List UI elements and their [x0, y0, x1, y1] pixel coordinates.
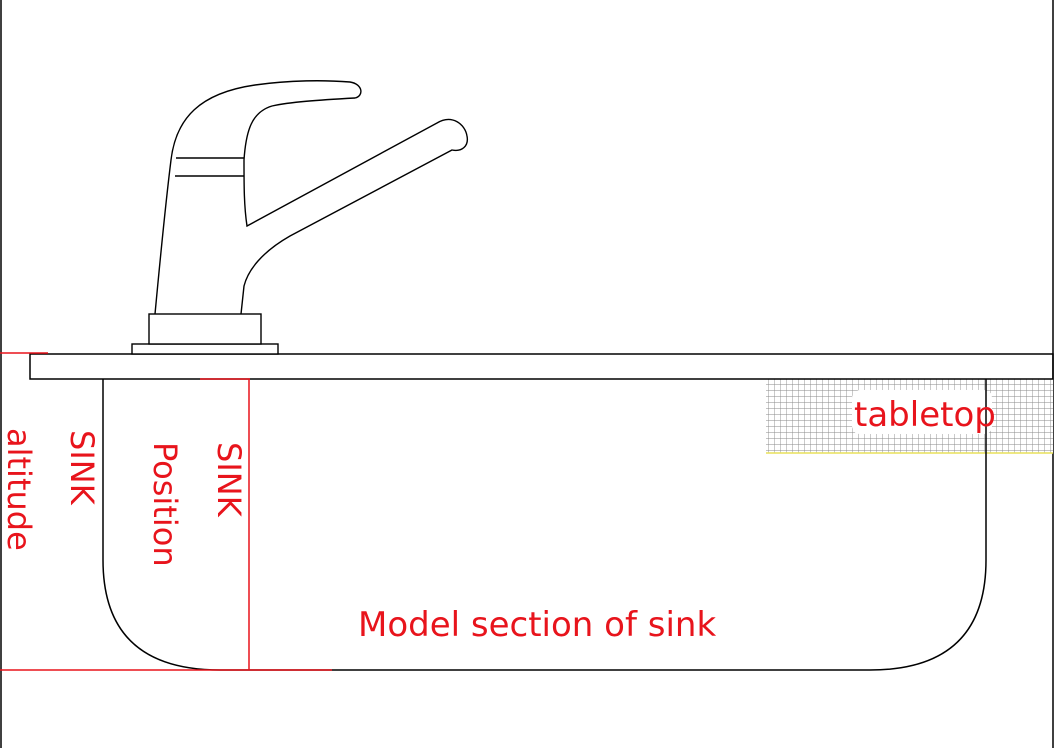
countertop — [29, 353, 1054, 380]
sink-altitude-label-line1: SINK — [63, 430, 101, 506]
sink-basin — [102, 379, 987, 671]
sink-position-label-line2: Position — [146, 442, 184, 567]
sink-section-caption: Model section of sink — [358, 605, 716, 645]
tabletop-label: tabletop — [854, 395, 996, 435]
sink-altitude-label-line2: altitude — [0, 428, 38, 551]
sink-position-label-line1: SINK — [210, 442, 248, 518]
tabletop-label-backing — [852, 390, 992, 434]
faucet-icon — [131, 80, 469, 355]
